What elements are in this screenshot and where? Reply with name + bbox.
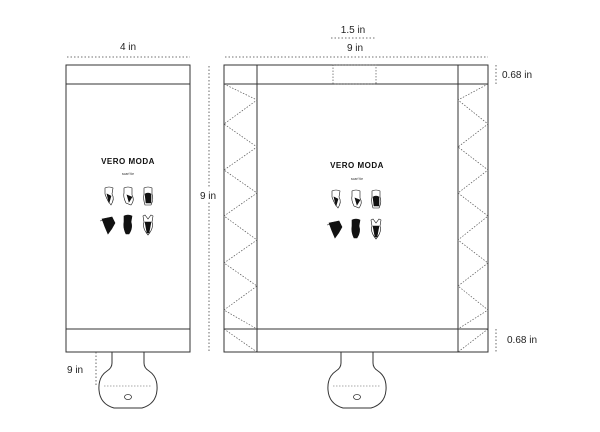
left-hang-hole <box>124 394 132 400</box>
scarf-figure-2-icon <box>123 186 134 206</box>
right-hang-tab <box>327 352 387 409</box>
scarf-figure-4-icon <box>326 220 343 239</box>
scarf-figure-4-icon <box>99 216 116 235</box>
left-brand-logo: VERO MODA <box>101 157 155 166</box>
right-panel: 1.5 in 9 in 0.68 in 0.68 in VERO MODA sc… <box>223 25 537 409</box>
right-width-label: 9 in <box>347 43 363 54</box>
top-flap-label: 0.68 in <box>502 70 532 81</box>
left-panel-body <box>65 64 191 353</box>
right-scarf-figures <box>326 189 382 240</box>
right-panel-body <box>223 64 489 353</box>
scarf-figure-3-icon <box>143 186 154 206</box>
fold-width-label: 1.5 in <box>341 25 365 36</box>
right-brand-logo: VERO MODA <box>330 161 384 170</box>
left-brand-subtitle: scarf tie <box>122 172 134 176</box>
scarf-figure-5-icon <box>351 218 361 239</box>
scarf-figure-2-icon <box>351 189 362 209</box>
right-hang-hole <box>353 394 361 400</box>
scarf-figure-1-icon <box>104 186 114 206</box>
scarf-figure-6-icon <box>142 214 154 236</box>
left-gusset-zigzag <box>223 83 258 330</box>
left-hang-tab <box>98 352 158 409</box>
right-gusset-zigzag <box>457 83 489 330</box>
height-dimension: 9 in <box>198 66 218 352</box>
scarf-figure-1-icon <box>331 189 341 209</box>
bottom-flap-label: 0.68 in <box>507 335 537 346</box>
left-panel: 4 in VERO MODA scarf tie <box>65 42 191 409</box>
right-brand-subtitle: scarf tie <box>351 177 363 181</box>
scarf-figure-5-icon <box>123 214 133 235</box>
scarf-figure-6-icon <box>370 218 382 240</box>
top-fold-notch <box>332 64 377 85</box>
hang-tab-label: 9 in <box>67 365 83 376</box>
left-width-label: 4 in <box>120 42 136 53</box>
height-label: 9 in <box>200 191 216 202</box>
left-scarf-figures <box>99 186 154 236</box>
scarf-figure-3-icon <box>371 189 382 209</box>
